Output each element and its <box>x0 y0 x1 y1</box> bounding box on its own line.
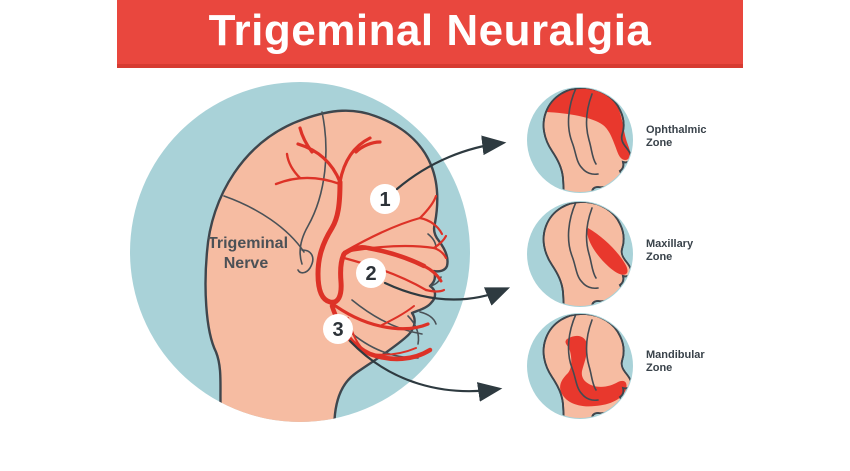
zone-label-ophthalmic-line2: Zone <box>646 137 672 149</box>
main-illustration: Trigeminal Nerve 1 2 3 <box>130 82 470 422</box>
zone-label-mandibular-line1: Mandibular <box>646 349 705 361</box>
nerve-branches-upper <box>274 126 382 186</box>
mandibular-zone-highlight <box>560 335 627 407</box>
badge-1: 1 <box>370 184 400 214</box>
zone-label-maxillary-line1: Maxillary <box>646 238 694 250</box>
arrow-3 <box>348 339 503 402</box>
page-title: Trigeminal Neuralgia <box>208 6 652 55</box>
arrow-1 <box>395 135 507 191</box>
badge-2: 2 <box>356 258 386 288</box>
arrow-2 <box>383 281 511 306</box>
zone-label-ophthalmic-line1: Ophthalmic <box>646 124 707 136</box>
zone-label-maxillary-line2: Zone <box>646 251 672 263</box>
maxillary-zone-highlight <box>586 228 628 275</box>
main-label-line2: Nerve <box>224 255 269 272</box>
zone-circle-mandibular <box>527 313 633 419</box>
connector-arrows <box>348 135 511 402</box>
main-label-line1: Trigeminal <box>208 235 288 252</box>
zone-label-mandibular-line2: Zone <box>646 362 672 374</box>
ophthalmic-zone-highlight <box>546 88 631 160</box>
zone-circle-ophthalmic <box>527 87 633 193</box>
trigeminal-nerve <box>274 126 448 362</box>
badge-2-number: 2 <box>365 263 376 285</box>
title-banner: Trigeminal Neuralgia <box>117 0 743 68</box>
zone-circle-maxillary <box>527 201 633 307</box>
nerve-branches-maxillary <box>341 245 446 293</box>
badge-3-number: 3 <box>332 319 343 341</box>
badge-1-number: 1 <box>379 189 390 211</box>
badge-3: 3 <box>323 314 353 344</box>
